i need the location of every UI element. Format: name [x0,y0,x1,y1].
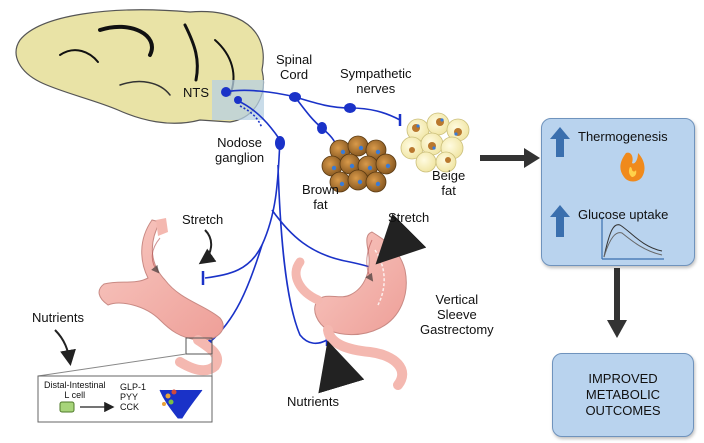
outcome-text: IMPROVED METABOLIC OUTCOMES [585,371,661,418]
stretch-arrow-left [198,229,217,265]
nutrients-arrow-right [318,340,365,394]
nodose-ganglion-label: Nodose ganglion [215,135,265,165]
nutrients-label-right: Nutrients [287,394,340,409]
vagal-terminal-icon [159,389,203,419]
thermogenesis-label: Thermogenesis [578,129,668,144]
brown-fat-cluster [321,135,397,193]
brain-fold [119,80,171,96]
intestine-highlight [185,337,213,355]
brain-fold [183,23,199,82]
stretch-label-left: Stretch [182,212,224,227]
stomach-vsg-inner [374,249,385,306]
beige-fat-label: Beige fat [432,168,466,198]
glucose-uptake-label: Glucose uptake [578,207,669,222]
graph-curve [603,224,663,258]
flame-icon [620,152,645,182]
stretch-arrow-right [375,213,427,265]
stomach-left [98,219,224,341]
stretch-tail-left [151,237,161,274]
intestine-left [175,335,222,376]
hormone-granule [168,399,174,405]
nutrients-label-left: Nutrients [32,310,85,325]
effects-graphics [550,127,664,260]
hormone-granule [165,393,171,399]
flow-arrow-down-head [607,320,627,338]
hormone-granule [171,389,177,395]
callout-line [37,353,187,377]
flow-arrow-right-head [524,148,540,168]
graph-curve [603,232,663,258]
nutrients-arrow-left [54,329,76,366]
up-arrow-icon [550,205,570,237]
flame-core [628,167,637,177]
nerve-nodes [221,87,356,150]
spinal-cord-label: Spinal Cord [276,52,313,82]
duodenum-vsg [291,257,323,305]
hormone-granule [162,402,166,406]
l-cell-icon [59,401,75,413]
up-arrow-icon [550,127,570,157]
sympathetic-nerves-label: Sympathetic nerves [340,66,412,96]
brown-fat-nuclei [331,145,391,187]
vsg-label: Vertical Sleeve Gastrectomy [420,292,494,337]
esophagus-left [156,218,168,236]
beige-fat-cluster [400,112,470,173]
nts-label: NTS [183,85,209,100]
outcome-box: IMPROVED METABOLIC OUTCOMES [552,353,694,437]
brain-fold [98,24,154,57]
brown-fat-label: Brown fat [302,182,339,212]
stretch-label-right: Stretch [388,210,430,225]
effects-box: Thermogenesis Glucose uptake [541,118,695,266]
beige-fat-droplets [409,118,462,163]
hormones-label: GLP-1 PYY CCK [120,382,147,412]
l-cell-label: Distal-Intestinal L cell [44,380,106,400]
stretch-tail-right [365,239,374,282]
brain-fold [59,49,99,63]
